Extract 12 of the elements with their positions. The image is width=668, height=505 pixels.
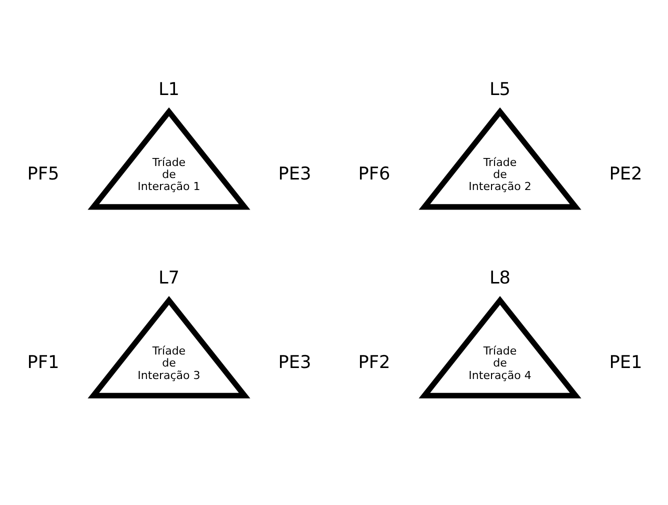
- node-label: PF6: [358, 164, 390, 184]
- node-label: PF5: [26, 164, 59, 184]
- node-label: PE3: [278, 352, 311, 373]
- node-label: L7: [158, 268, 180, 288]
- node-label: L5: [488, 79, 510, 100]
- node-label: PF1: [26, 352, 59, 373]
- node-label: PF2: [358, 352, 390, 373]
- node-label: PE2: [608, 164, 642, 184]
- node-label: PE3: [278, 164, 311, 184]
- node-label: L1: [158, 79, 180, 100]
- node-label: L8: [488, 268, 510, 288]
- node-label: PE1: [608, 352, 642, 373]
